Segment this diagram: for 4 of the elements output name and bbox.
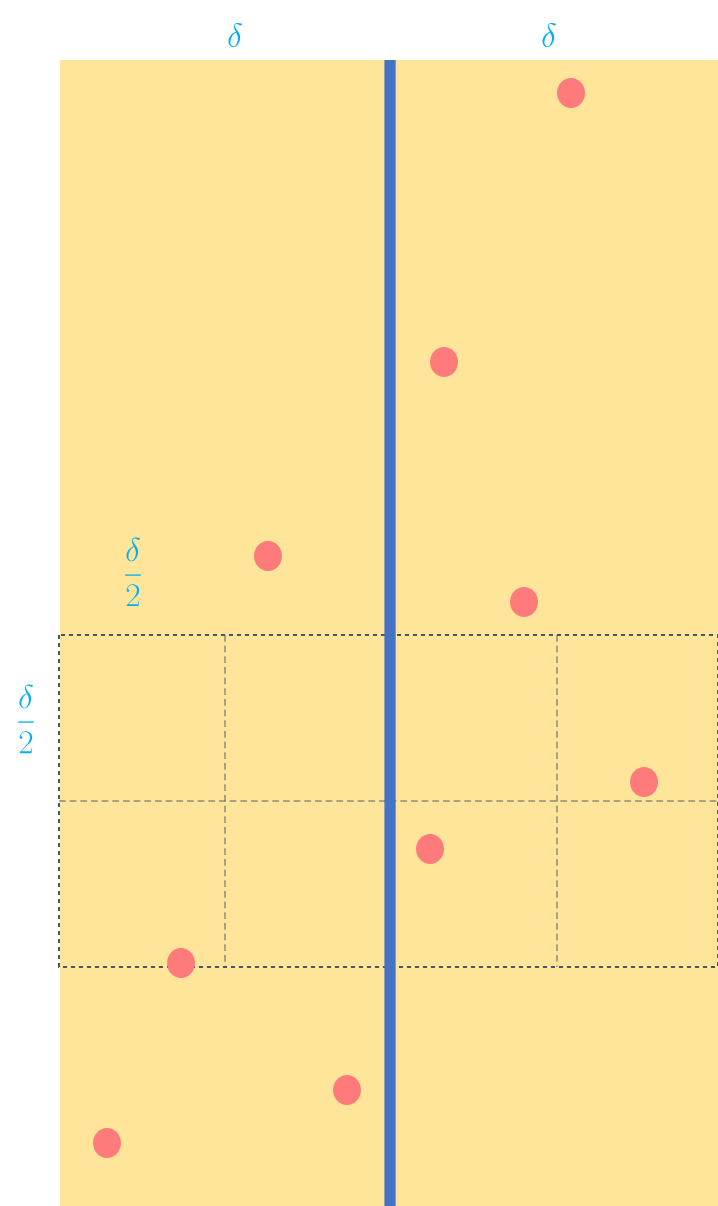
delta-label: $\delta$ — [228, 22, 242, 47]
delta-label: $\delta$ — [542, 22, 556, 47]
fraction-label: $\frac{\delta}{2}$ — [125, 537, 141, 607]
fraction-label: $\frac{\delta}{2}$ — [18, 684, 34, 754]
